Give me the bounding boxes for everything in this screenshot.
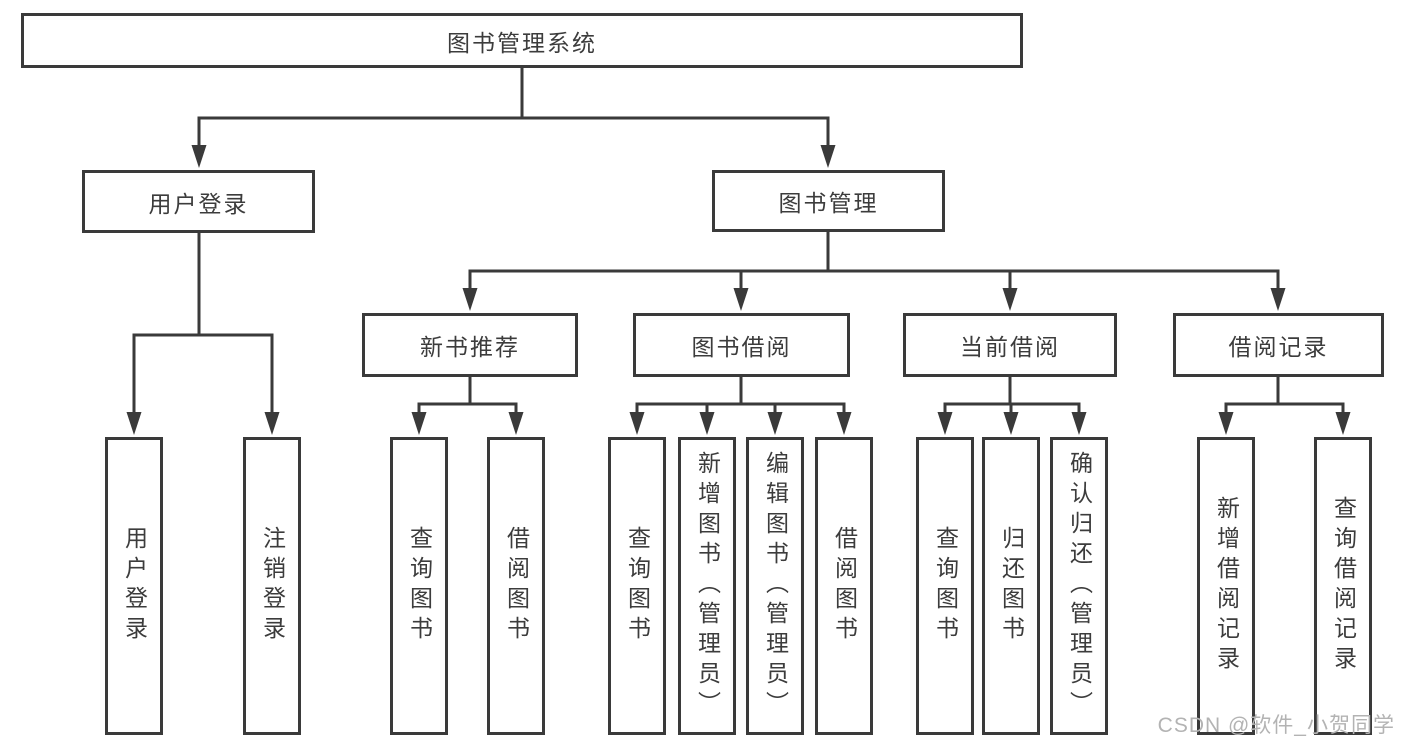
node-label: 图书管理系统 xyxy=(447,29,597,56)
leaf-label: 确认归还（管理员） xyxy=(1066,451,1093,721)
watermark: CSDN @软件_小贺同学 xyxy=(1157,714,1395,737)
leaf-label: 查询图书 xyxy=(932,526,959,646)
leaf-query-borrow-record: 查询借阅记录 xyxy=(1314,437,1372,735)
node-label: 图书借阅 xyxy=(691,334,792,360)
leaf-add-borrow-record: 新增借阅记录 xyxy=(1197,437,1255,735)
leaf-borrow-books-recommend: 借阅图书 xyxy=(487,437,545,735)
node-label: 图书管理 xyxy=(778,190,879,216)
leaf-query-books-current: 查询图书 xyxy=(916,437,974,735)
leaf-label: 新增借阅记录 xyxy=(1213,496,1240,676)
node-new-book-recommendation: 新书推荐 xyxy=(362,313,578,377)
node-book-management-system: 图书管理系统 xyxy=(21,13,1023,68)
leaf-label: 查询图书 xyxy=(624,526,651,646)
leaf-label: 查询借阅记录 xyxy=(1330,496,1357,676)
leaf-label: 编辑图书（管理员） xyxy=(762,451,789,721)
leaf-query-books-borrowing: 查询图书 xyxy=(608,437,666,735)
leaf-borrow-books-borrowing: 借阅图书 xyxy=(815,437,873,735)
node-current-borrowing: 当前借阅 xyxy=(903,313,1117,377)
leaf-label: 注销登录 xyxy=(259,526,286,646)
node-label: 借阅记录 xyxy=(1228,334,1329,360)
node-label: 新书推荐 xyxy=(420,334,520,360)
node-borrowing-records: 借阅记录 xyxy=(1173,313,1384,377)
node-book-management: 图书管理 xyxy=(712,170,945,232)
leaf-confirm-return-admin: 确认归还（管理员） xyxy=(1050,437,1108,735)
leaf-add-books-admin: 新增图书（管理员） xyxy=(678,437,736,735)
leaf-label: 新增图书（管理员） xyxy=(694,451,721,721)
node-user-login: 用户登录 xyxy=(82,170,315,233)
node-book-borrowing: 图书借阅 xyxy=(633,313,850,377)
leaf-label: 借阅图书 xyxy=(503,526,530,646)
leaf-logout-login: 注销登录 xyxy=(243,437,301,735)
node-label: 当前借阅 xyxy=(960,334,1060,360)
leaf-edit-books-admin: 编辑图书（管理员） xyxy=(746,437,804,735)
leaf-label: 查询图书 xyxy=(406,526,433,646)
leaf-label: 归还图书 xyxy=(998,526,1025,646)
node-label: 用户登录 xyxy=(148,190,249,217)
leaf-query-books-recommend: 查询图书 xyxy=(390,437,448,735)
leaf-user-login: 用户登录 xyxy=(105,437,163,735)
leaf-label: 用户登录 xyxy=(121,526,148,646)
leaf-return-books: 归还图书 xyxy=(982,437,1040,735)
leaf-label: 借阅图书 xyxy=(831,526,858,646)
